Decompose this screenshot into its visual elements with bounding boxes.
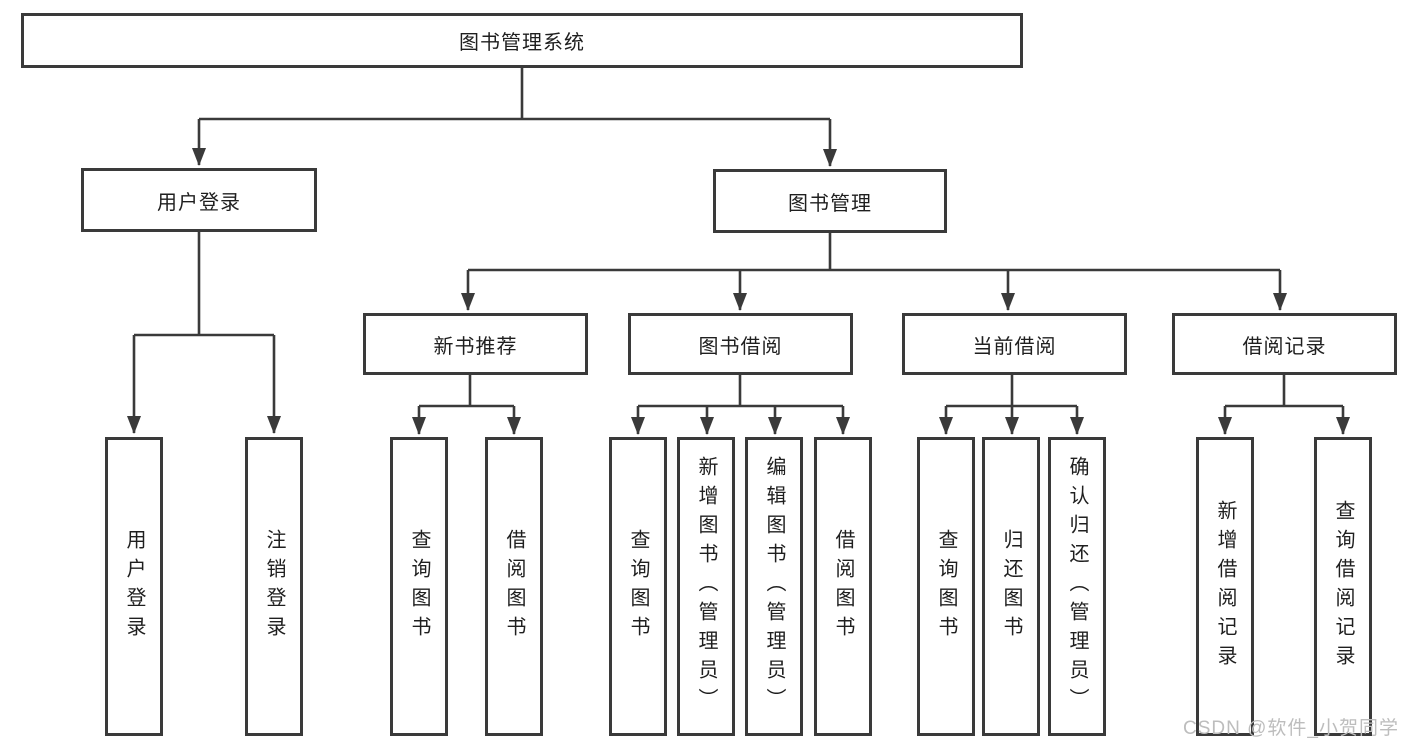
connector-borrow-trunk	[638, 375, 843, 408]
csdn-watermark: CSDN @软件_小贺同学	[1183, 718, 1399, 739]
leaf-query-books-2: 查询图书	[609, 437, 667, 736]
leaf-user-login: 用户登录	[105, 437, 163, 736]
leaf-borrow-books-1: 借阅图书	[485, 437, 543, 736]
node-new-book-recommend: 新书推荐	[363, 313, 588, 375]
leaf-edit-books-admin: 编辑图书（管理员）	[745, 437, 803, 736]
connector-root-trunk	[199, 68, 830, 121]
leaf-confirm-return-admin: 确认归还（管理员）	[1048, 437, 1106, 736]
connector-records-trunk	[1225, 375, 1343, 408]
connector-newbooks-trunk	[419, 375, 514, 408]
leaf-query-books-1: 查询图书	[390, 437, 448, 736]
leaf-add-borrow-record: 新增借阅记录	[1196, 437, 1254, 736]
leaf-query-books-3: 查询图书	[917, 437, 975, 736]
connector-current-trunk	[946, 375, 1077, 408]
node-book-management: 图书管理	[713, 169, 947, 233]
node-user-login: 用户登录	[81, 168, 317, 232]
leaf-borrow-books-2: 借阅图书	[814, 437, 872, 736]
node-borrow-records: 借阅记录	[1172, 313, 1397, 375]
node-current-borrow: 当前借阅	[902, 313, 1127, 375]
node-book-borrow: 图书借阅	[628, 313, 853, 375]
leaf-return-books: 归还图书	[982, 437, 1040, 736]
connector-bookmgmt-trunk	[468, 233, 1280, 272]
connector-userlogin-trunk	[134, 232, 274, 337]
leaf-logout: 注销登录	[245, 437, 303, 736]
leaf-query-borrow-record: 查询借阅记录	[1314, 437, 1372, 736]
leaf-add-books-admin: 新增图书（管理员）	[677, 437, 735, 736]
node-system-root: 图书管理系统	[21, 13, 1023, 68]
